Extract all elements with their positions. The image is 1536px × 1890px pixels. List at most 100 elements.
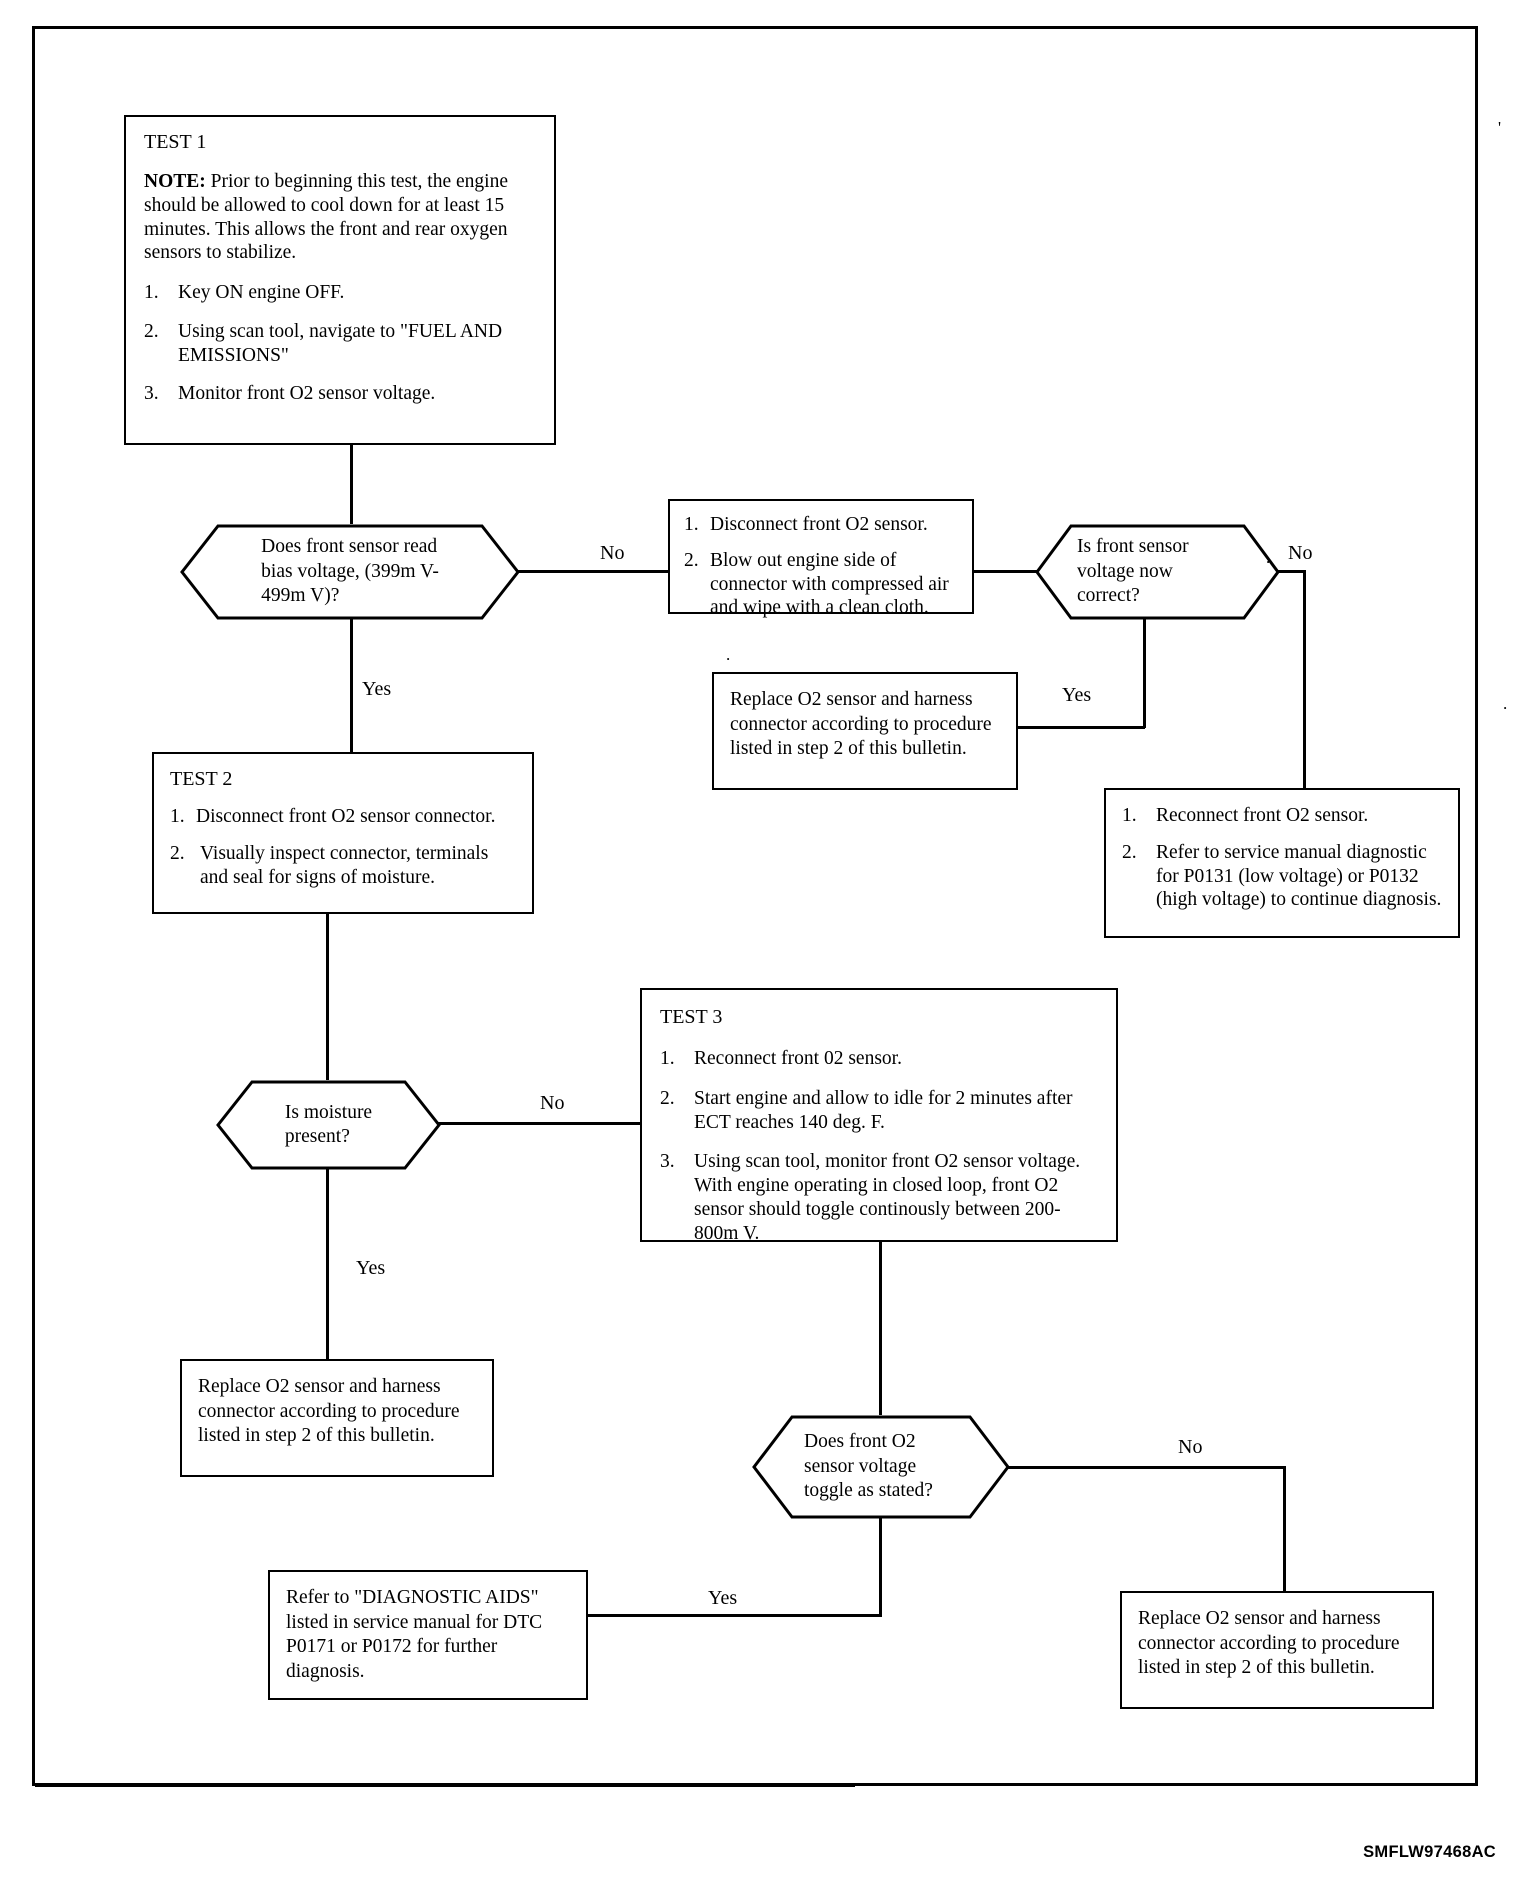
step-number: 2. — [684, 549, 699, 571]
note-text: Prior to beginning this test, the engine… — [144, 171, 508, 264]
list-item: 1. Disconnect front O2 sensor. — [684, 513, 960, 537]
decision4-line1: Does front O2 — [804, 1431, 916, 1453]
stray-mark-mid: . — [726, 645, 731, 664]
decision-sensor-voltage-toggle: Does front O2 sensor voltage toggle as s… — [752, 1415, 1010, 1519]
step-text: Start engine and allow to idle for 2 min… — [694, 1087, 1073, 1133]
edge-label-d1-yes: Yes — [362, 678, 392, 700]
decision4-line3: toggle as stated? — [804, 1480, 933, 1502]
decision2-dot: . — [1266, 548, 1271, 567]
edge-label-d4-yes: Yes — [708, 1587, 738, 1609]
edge-test1-to-decision1 — [350, 445, 353, 524]
step-text: Using scan tool, monitor front O2 sensor… — [694, 1151, 1081, 1244]
document-code: SMFLW97468AC — [1363, 1843, 1496, 1861]
edge-decision4-no-v — [1283, 1466, 1286, 1591]
step-text: Disconnect front O2 sensor. — [710, 514, 928, 535]
list-item: 3. Using scan tool, monitor front O2 sens… — [660, 1150, 1102, 1245]
test3-title: TEST 3 — [660, 1006, 723, 1028]
list-item: 2. Start engine and allow to idle for 2 m… — [660, 1087, 1102, 1135]
step-number: 2. — [660, 1087, 675, 1109]
test1-steps: 1.Key ON engine OFF. 2. Using scan tool, … — [144, 281, 538, 406]
list-item: 1.Key ON engine OFF. — [144, 281, 538, 305]
replace-bottom-text: Replace O2 sensor and harness connector … — [1138, 1608, 1400, 1679]
step-text: Visually inspect connector, terminals an… — [200, 842, 489, 888]
list-item: 1.Reconnect front 02 sensor. — [660, 1047, 1102, 1071]
step-number: 3. — [660, 1151, 675, 1173]
step-text: Refer to service manual diagnostic for P… — [1156, 841, 1442, 911]
decision2-line1: Is front sensor — [1077, 536, 1189, 558]
decision1-line3: 499m V)? — [261, 585, 340, 607]
decision-moisture-present: Is moisture present? — [216, 1080, 441, 1170]
note-label: NOTE: — [144, 171, 206, 192]
edge-test3-to-decision4 — [879, 1240, 882, 1415]
list-item: 1. Disconnect front O2 sensor connector. — [170, 805, 520, 829]
step-text: Using scan tool, navigate to "FUEL AND E… — [178, 320, 503, 366]
test2-steps: 1.Disconnect front O2 sensor connector. … — [170, 805, 520, 889]
edge-label-d2-no: No — [1288, 542, 1313, 564]
decision3-line2: present? — [284, 1126, 350, 1147]
clean-connector-steps: 1. Disconnect front O2 sensor. 2. Blow out… — [684, 513, 960, 620]
test2-box: TEST 2 1.Disconnect front O2 sensor conn… — [152, 752, 534, 914]
decision2-line3: correct? — [1077, 585, 1140, 607]
edge-decision3-yes — [326, 1168, 329, 1361]
decision-front-sensor-voltage-correct: Is front sensor voltage now correct? — [1035, 524, 1280, 620]
edge-label-d2-yes: Yes — [1062, 684, 1092, 706]
margin-mark-top: ' — [1498, 118, 1502, 137]
edge-decision2-yes-v — [1143, 618, 1146, 728]
test3-box: TEST 3 1.Reconnect front 02 sensor. 2. St… — [640, 988, 1118, 1245]
test1-box: TEST 1 NOTE: Prior to beginning this tes… — [124, 115, 556, 445]
edge-decision3-no — [438, 1122, 642, 1125]
decision2-label: Is front sensor voltage now correct? — [1035, 524, 1322, 620]
list-item: 1. Reconnect front O2 sensor. — [1122, 804, 1446, 828]
replace-mid-text: Replace O2 sensor and harness connector … — [730, 689, 992, 760]
replace-left-text: Replace O2 sensor and harness connector … — [198, 1376, 460, 1447]
step-number: 2. — [1122, 841, 1137, 863]
step-text: Key ON engine OFF. — [178, 282, 345, 304]
decision3-line1: Is moisture — [284, 1101, 373, 1123]
edge-label-d3-no: No — [540, 1092, 565, 1114]
decision1-label: Does front sensor read bias voltage, (39… — [180, 524, 520, 620]
bottom-rule — [35, 1784, 855, 1787]
edge-decision4-yes-h — [588, 1614, 882, 1617]
replace-sensor-mid-box: Replace O2 sensor and harness connector … — [712, 672, 1018, 790]
edge-decision1-yes — [350, 618, 353, 752]
edge-decision4-no-h — [1008, 1466, 1286, 1469]
replace-sensor-bottom-box: Replace O2 sensor and harness connector … — [1120, 1591, 1434, 1709]
decision1-line1: Does front sensor read — [261, 536, 438, 558]
reconnect-and-refer-box: 1. Reconnect front O2 sensor. 2. Refer to … — [1104, 788, 1460, 938]
edge-clean-to-decision2 — [972, 570, 1037, 573]
step-number: 1. — [1122, 805, 1137, 826]
list-item: 2. Using scan tool, navigate to "FUEL AND… — [144, 320, 538, 368]
decision4-line2: sensor voltage — [804, 1455, 917, 1477]
decision3-label: Is moisture present? — [216, 1080, 441, 1170]
step-number: 3. — [144, 383, 159, 405]
step-number: 2. — [170, 842, 185, 864]
diagnostic-aids-text: Refer to "DIAGNOSTIC AIDS" listed in ser… — [286, 1587, 543, 1682]
step-text: Reconnect front O2 sensor. — [1156, 805, 1369, 826]
list-item: 2. Refer to service manual diagnostic for… — [1122, 841, 1446, 912]
decision4-label: Does front O2 sensor voltage toggle as s… — [752, 1415, 1062, 1519]
diagnostic-aids-box: Refer to "DIAGNOSTIC AIDS" listed in ser… — [268, 1570, 588, 1700]
margin-mark-mid: . — [1503, 694, 1508, 713]
edge-decision2-no-v — [1303, 570, 1306, 788]
edge-test2-to-decision3 — [326, 912, 329, 1080]
decision2-line2: voltage now — [1077, 560, 1173, 582]
edge-decision4-yes-v — [879, 1517, 882, 1617]
step-number: 2. — [144, 320, 159, 342]
decision1-line2: bias voltage, (399m V- — [261, 560, 439, 582]
edge-label-d3-yes: Yes — [356, 1257, 386, 1279]
test1-title: TEST 1 — [144, 131, 207, 153]
test1-note: NOTE: Prior to beginning this test, the … — [144, 170, 538, 265]
step-text: Blow out engine side of connector with c… — [710, 549, 949, 619]
edge-decision2-yes-h — [1018, 726, 1145, 729]
step-number: 1. — [684, 514, 699, 535]
list-item: 2. Visually inspect connector, terminals … — [170, 842, 520, 890]
test3-steps: 1.Reconnect front 02 sensor. 2. Start eng… — [660, 1047, 1102, 1245]
step-number: 1. — [170, 806, 185, 827]
step-text: Disconnect front O2 sensor connector. — [196, 806, 496, 827]
step-number: 1. — [660, 1048, 675, 1069]
step-text: Monitor front O2 sensor voltage. — [178, 383, 436, 405]
edge-label-d1-no: No — [600, 542, 625, 564]
list-item: 2. Blow out engine side of connector with… — [684, 549, 960, 620]
reconnect-refer-steps: 1. Reconnect front O2 sensor. 2. Refer to … — [1122, 804, 1446, 912]
